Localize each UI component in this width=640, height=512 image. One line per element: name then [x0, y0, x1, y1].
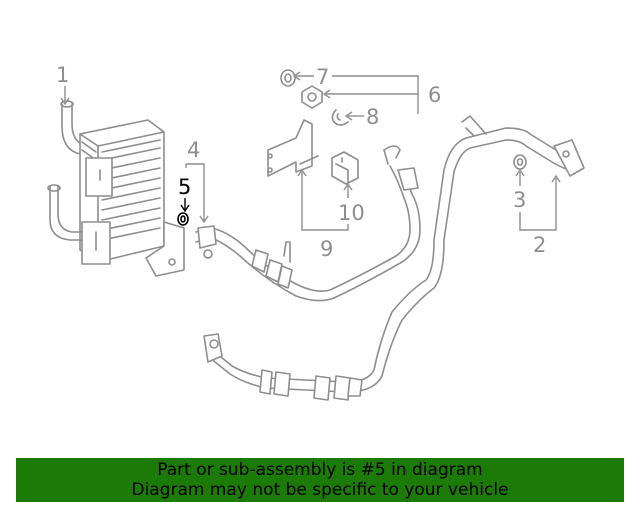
callout-1: 1: [56, 63, 69, 87]
part-info-banner: Part or sub-assembly is #5 in diagram Di…: [16, 458, 624, 502]
washer-part-7[interactable]: [280, 69, 296, 87]
callout-6: 6: [428, 83, 441, 107]
callout-8: 8: [366, 105, 379, 129]
cooler-hose-part-4[interactable]: [195, 145, 421, 302]
cooler-hose-part-2[interactable]: [203, 115, 585, 401]
banner-line-part: Part or sub-assembly is #5 in diagram: [157, 460, 483, 480]
banner-line-disclaimer: Diagram may not be specific to your vehi…: [131, 480, 509, 500]
clamp-part-10[interactable]: [331, 151, 359, 185]
callout-10: 10: [338, 201, 365, 225]
callout-4: 4: [187, 138, 200, 162]
clip-part-8[interactable]: [331, 109, 349, 126]
callout-7: 7: [316, 65, 329, 89]
o-ring-part-5[interactable]: [177, 212, 189, 226]
callout-2: 2: [533, 233, 546, 257]
fitting-part-6[interactable]: [301, 85, 323, 109]
parts-diagram: 1 2 3 4 5 6 7 8 9 10: [47, 63, 585, 401]
leader-lines: [60, 71, 561, 231]
callout-9: 9: [320, 237, 333, 261]
washer-part-3[interactable]: [513, 154, 527, 170]
callout-5: 5: [178, 175, 191, 199]
callout-3: 3: [513, 188, 526, 212]
bracket-part-9[interactable]: [267, 119, 319, 177]
oil-cooler-part[interactable]: [47, 100, 185, 277]
